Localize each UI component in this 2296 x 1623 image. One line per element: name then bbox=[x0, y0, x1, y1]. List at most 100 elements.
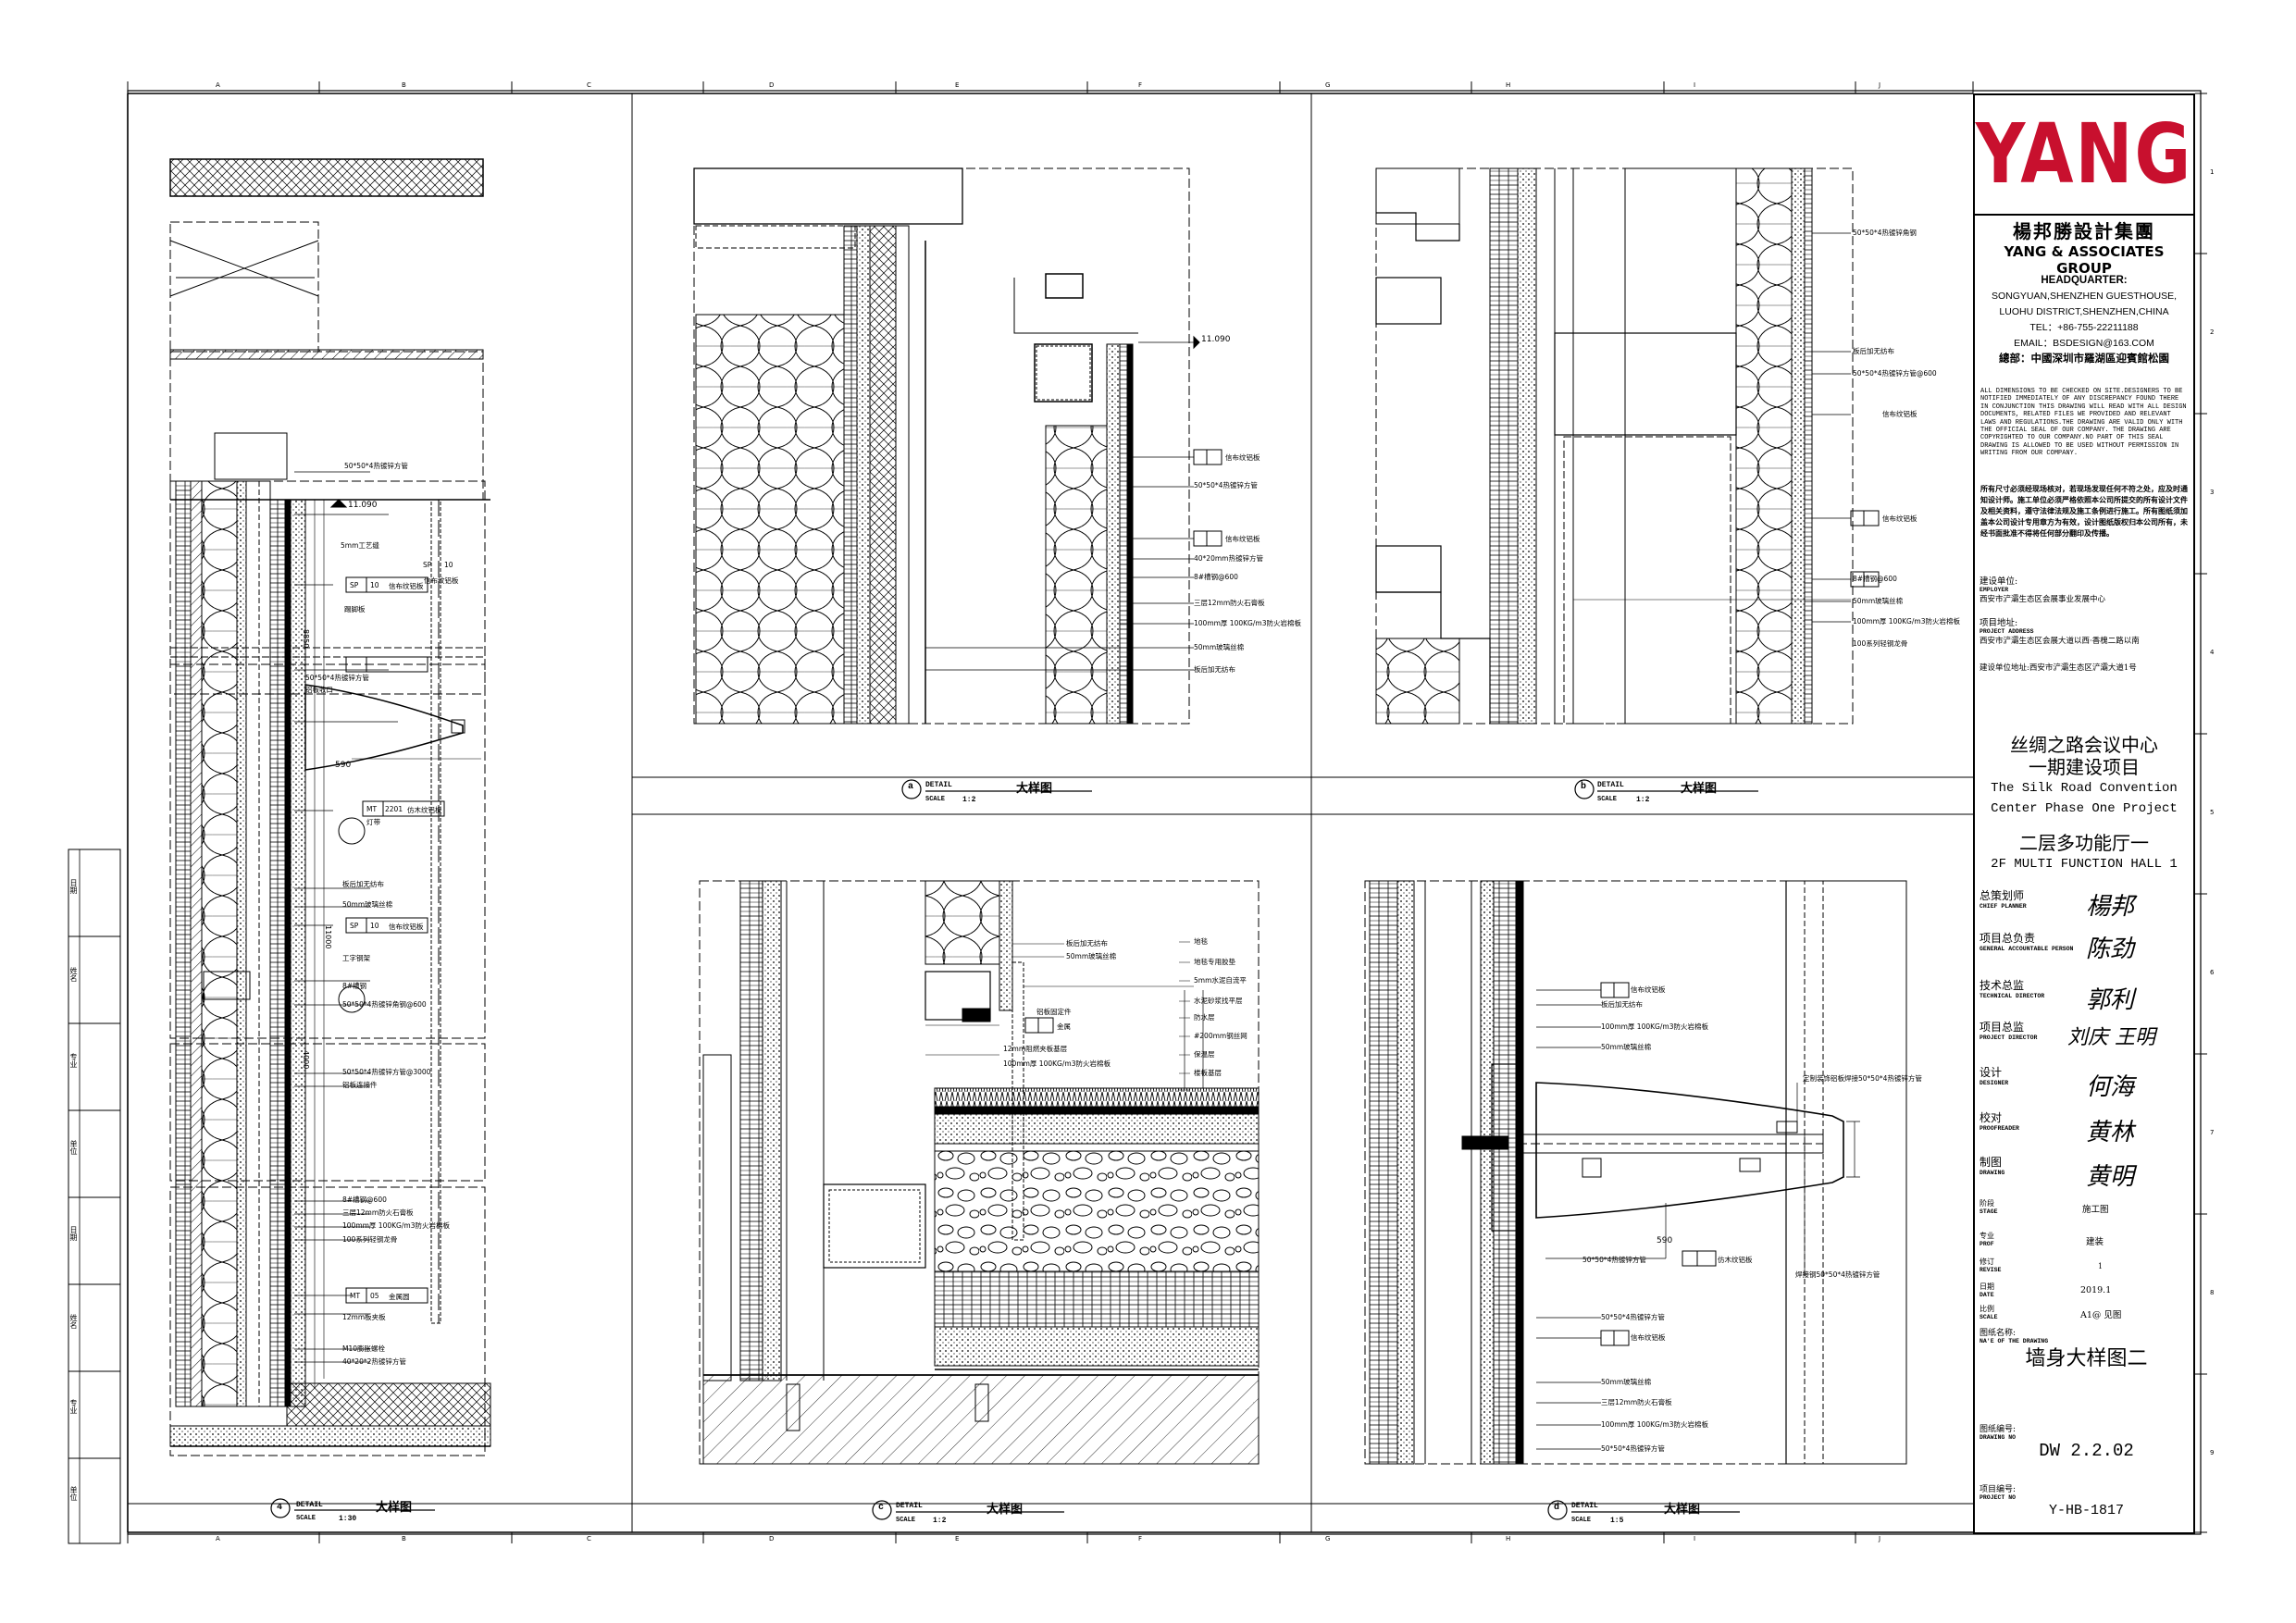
note: 100mm厚 100KG/m3防火岩棉板 bbox=[1194, 619, 1301, 627]
note: 保温层 bbox=[1194, 1050, 1215, 1059]
meta-value: A1@ 见图 bbox=[2080, 1310, 2122, 1320]
signoff-role-en: PROJECT DIRECTOR bbox=[1980, 1035, 2038, 1041]
tag-10: 10 bbox=[370, 922, 379, 930]
meta-label: 专业 bbox=[1980, 1232, 1994, 1240]
note: 100mm厚 100KG/m3防火岩棉板 bbox=[1601, 1420, 1708, 1429]
detail-c-drawing bbox=[699, 880, 1260, 1465]
tag-sp: SP bbox=[350, 922, 359, 930]
note: 楼板基层 bbox=[1194, 1069, 1222, 1077]
signoff-role-en: GENERAL ACCOUNTABLE PERSON bbox=[1980, 946, 2074, 952]
note: 金属 bbox=[1057, 1022, 1071, 1031]
hq-label: HEADQUARTER: bbox=[2041, 275, 2128, 286]
margin-label: 姓名 bbox=[69, 967, 78, 982]
project-name: 丝绸之路会议中心 一期建设项目 The Silk Road Convention… bbox=[1975, 734, 2193, 819]
signoff-row: 总策划师 CHIEF PLANNER 楊邦 bbox=[1975, 887, 2193, 928]
note: 板后加无纺布 bbox=[342, 880, 384, 888]
note: 地毯专用胶垫 bbox=[1194, 958, 1235, 966]
dim-590: 590 bbox=[1657, 1236, 1673, 1245]
note: 板后加无纺布 bbox=[1194, 665, 1235, 674]
firm-name-cn: 楊邦勝設計集團 bbox=[2013, 220, 2155, 242]
note: 50mm玻璃丝棉 bbox=[1194, 643, 1245, 651]
note: 12mm阻燃夹板基层 bbox=[1003, 1045, 1068, 1053]
title-block: YANG 楊邦勝設計集團 YANG & ASSOCIATES GROUP HEA… bbox=[1973, 93, 2195, 1534]
detail-b-drawing bbox=[1375, 167, 1880, 725]
company-logo: YANG bbox=[1975, 95, 2193, 216]
note: 100mm厚 100KG/m3防火岩棉板 bbox=[1853, 617, 1960, 626]
detail-id: d bbox=[1554, 1503, 1560, 1513]
drawing-name: 墙身大样图二 bbox=[2025, 1347, 2148, 1370]
grid-col-b: B bbox=[402, 81, 406, 89]
site-address: 建设单位地址:西安市浐灞生态区浐灞大道1号 bbox=[1980, 663, 2137, 673]
detail-title: 大样图 bbox=[1664, 1503, 1701, 1517]
project-no: Y-HB-1817 bbox=[2048, 1503, 2124, 1518]
hq-line: LUOHU DISTRICT,SHENZHEN,CHINA bbox=[1999, 306, 2169, 317]
signoff-role: 项目总监 bbox=[1980, 1021, 2025, 1034]
note: 铝板收口 bbox=[305, 686, 333, 694]
grid-col-j: J bbox=[1879, 81, 1881, 89]
space-name: 二层多功能厅一 2F MULTI FUNCTION HALL 1 bbox=[1975, 832, 2193, 874]
note: 焊接钢50*50*4热镀锌方管 bbox=[1795, 1270, 1880, 1279]
note: 铝板固定件 bbox=[1036, 1008, 1072, 1016]
project-name-en: The Silk Road Convention bbox=[1991, 781, 2178, 796]
hq-line: SONGYUAN,SHENZHEN GUESTHOUSE, bbox=[1991, 291, 2178, 302]
meta-stage: 阶段 STAGE 施工图 bbox=[1975, 1198, 2193, 1220]
detail-id: c bbox=[878, 1503, 885, 1513]
signoff-role-en: TECHNICAL DIRECTOR bbox=[1980, 993, 2045, 999]
margin-label: 单位 bbox=[69, 1140, 78, 1155]
grid-row-3: 3 bbox=[2210, 489, 2215, 496]
detail-scale-label: SCALE bbox=[1597, 796, 1618, 803]
note: 50*50*4热镀锌方管 bbox=[1194, 481, 1258, 489]
signoff-role-en: CHIEF PLANNER bbox=[1980, 903, 2027, 910]
note: 50mm玻璃丝棉 bbox=[1601, 1378, 1652, 1386]
drawing-no-label-en: DRAWING NO bbox=[1980, 1434, 2017, 1441]
note: 50*50*4热镀锌方管 bbox=[1582, 1256, 1646, 1264]
address-label-en: PROJECT ADDRESS bbox=[1980, 628, 2034, 635]
grid-row-1: 1 bbox=[2210, 168, 2215, 176]
drawing-name-label-en: NA'E OF THE DRAWING bbox=[1980, 1338, 2049, 1344]
detail-callouts bbox=[270, 779, 1758, 1520]
meta-label: 阶段 bbox=[1980, 1199, 1994, 1208]
detail-scale-label: SCALE bbox=[925, 796, 946, 803]
space-name-cn: 二层多功能厅一 bbox=[2019, 832, 2149, 854]
meta-label: 比例 bbox=[1980, 1305, 1994, 1313]
drawing-name-label: 图纸名称: bbox=[1980, 1329, 2017, 1338]
meta-label-en: PROF bbox=[1980, 1241, 1994, 1247]
note: 三层12mm防火石膏板 bbox=[1601, 1398, 1672, 1406]
meta-label-en: DATE bbox=[1980, 1292, 1994, 1298]
note: 三层12mm防火石膏板 bbox=[1194, 599, 1265, 607]
meta-label-en: SCALE bbox=[1980, 1314, 1998, 1320]
margin-label: 日期 bbox=[69, 879, 78, 894]
tag-mt: MT bbox=[366, 805, 378, 813]
note: 信布纹铝板 bbox=[389, 582, 424, 590]
address-value: 西安市浐灞生态区会展大道以西·香槐二路以南 bbox=[1980, 637, 2140, 646]
grid-col-e: E bbox=[955, 81, 960, 89]
signoff-row: 项目总负责 GENERAL ACCOUNTABLE PERSON 陈劲 bbox=[1975, 930, 2193, 971]
signature: 楊邦 bbox=[2086, 893, 2135, 921]
grid-row-7: 7 bbox=[2210, 1129, 2215, 1136]
signature: 陈劲 bbox=[2086, 935, 2135, 963]
note: 信布纹铝板 bbox=[1225, 535, 1260, 543]
project-no-label: 项目编号: bbox=[1980, 1485, 2017, 1494]
dim-590: 590 bbox=[335, 761, 352, 770]
note: 工字钢架 bbox=[342, 954, 370, 962]
margin-label: 姓名 bbox=[69, 1314, 78, 1329]
firm-name: 楊邦勝設計集團 YANG & ASSOCIATES GROUP bbox=[1975, 217, 2193, 277]
note: 8#槽钢@600 bbox=[1853, 575, 1897, 583]
note: 铝板连接件 bbox=[342, 1081, 378, 1089]
detail-word: DETAIL bbox=[896, 1502, 923, 1510]
tag-sp: SP bbox=[350, 581, 359, 589]
detail-title: 大样图 bbox=[1016, 782, 1053, 796]
note: 仿木纹铝板 bbox=[407, 806, 442, 814]
note: 50*50*4热镀锌方管 bbox=[344, 462, 408, 470]
signature: 黄明 bbox=[2086, 1163, 2135, 1191]
note: 板后加无纺布 bbox=[1853, 347, 1894, 355]
meta-label: 日期 bbox=[1980, 1282, 1994, 1291]
grid-col-f: F bbox=[1138, 81, 1143, 89]
note: 100mm厚 100KG/m3防火岩棉板 bbox=[1601, 1022, 1708, 1031]
note: 板后加无纺布 bbox=[1601, 1000, 1643, 1009]
meta-scale: 比例 SCALE A1@ 见图 bbox=[1975, 1304, 2193, 1326]
detail-title: 大样图 bbox=[376, 1501, 413, 1515]
note: 8#槽钢@600 bbox=[1194, 573, 1238, 581]
grid-col-i-bottom: I bbox=[1694, 1535, 1696, 1542]
signoff-role: 技术总监 bbox=[1980, 979, 2025, 992]
